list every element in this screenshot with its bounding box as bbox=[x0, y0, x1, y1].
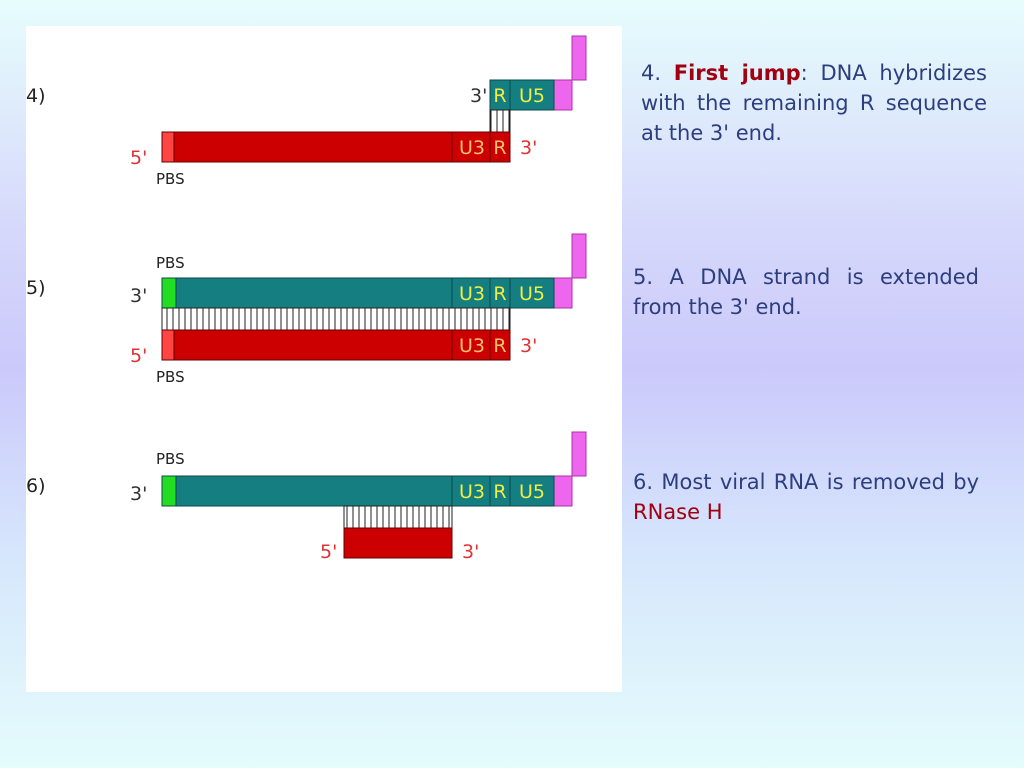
step-6-upper-pbs-block bbox=[161, 475, 177, 507]
step-6-upper-start-label: 3' bbox=[130, 483, 147, 505]
step-5-base-pairs bbox=[161, 307, 511, 331]
step-4-number: 4) bbox=[26, 85, 46, 107]
step-5-upper-pbs-block bbox=[161, 277, 177, 309]
step-5-rna-hook bbox=[553, 233, 587, 309]
step-6-description: 6. Most viral RNA is removed by RNase H bbox=[633, 467, 979, 527]
step-6-number: 6) bbox=[26, 475, 46, 497]
step-4-base-pairs bbox=[489, 109, 511, 133]
step-5-lower-end-label: 3' bbox=[520, 335, 537, 357]
step-4-upper-end-label: 3' bbox=[470, 85, 487, 107]
step-4-lower-pbs-label: PBS bbox=[156, 170, 185, 188]
step-5-description: 5. A DNA strand is extended from the 3' … bbox=[633, 262, 979, 322]
step-4-lower-start-label: 5' bbox=[130, 147, 147, 169]
step-5-upper-r-label: R bbox=[493, 283, 506, 305]
step-4-description-highlight: First jump bbox=[673, 61, 801, 85]
step-5-upper-pbs-label: PBS bbox=[156, 254, 185, 272]
step-5-number: 5) bbox=[26, 277, 46, 299]
step-4-upper-strand bbox=[489, 79, 555, 111]
step-4-upper-u5-label: U5 bbox=[519, 85, 545, 107]
step-5-upper-start-label: 3' bbox=[130, 285, 147, 307]
step-6-upper-strand bbox=[161, 475, 555, 507]
step-5-lower-r-label: R bbox=[493, 335, 506, 357]
step-5-upper-strand bbox=[161, 277, 555, 309]
step-5-description-text: 5. A DNA strand is extended from the 3' … bbox=[633, 265, 979, 319]
diagram-panel: 4) R U5 3' U3 R 5' 3' PBS 5) PBS U3 R bbox=[26, 26, 622, 692]
step-5-lower-start-label: 5' bbox=[130, 345, 147, 367]
step-6-upper-u5-label: U5 bbox=[519, 481, 545, 503]
step-4-lower-r-label: R bbox=[493, 137, 506, 159]
step-6-upper-pbs-label: PBS bbox=[156, 450, 185, 468]
step-4-upper-r-label: R bbox=[493, 85, 506, 107]
step-4-description-prefix: 4. bbox=[641, 61, 674, 85]
step-5-lower-pbs-label: PBS bbox=[156, 368, 185, 386]
step-6-fragment-end-label: 3' bbox=[462, 541, 479, 563]
step-4-lower-end-label: 3' bbox=[520, 137, 537, 159]
step-4-lower-pbs-block bbox=[161, 131, 175, 163]
step-4-description: 4. First jump: DNA hybridizes with the r… bbox=[641, 58, 987, 148]
step-4-diagram: 4) R U5 3' U3 R 5' 3' PBS bbox=[26, 35, 587, 188]
step-6-description-prefix: 6. Most viral RNA is removed by bbox=[633, 470, 979, 494]
step-6-upper-u3-label: U3 bbox=[459, 481, 485, 503]
step-5-lower-u3-label: U3 bbox=[459, 335, 485, 357]
step-6-base-pairs bbox=[343, 505, 453, 529]
step-4-lower-u3-label: U3 bbox=[459, 137, 485, 159]
step-4-lower-strand bbox=[161, 131, 511, 163]
step-5-lower-pbs-block bbox=[161, 329, 175, 361]
step-5-diagram: 5) PBS U3 R U5 3' U3 R 5' 3' PBS bbox=[26, 233, 587, 386]
step-5-upper-u3-label: U3 bbox=[459, 283, 485, 305]
step-4-description-suffix: : DNA hybridizes with the remaining R se… bbox=[641, 61, 987, 145]
step-5-lower-strand bbox=[161, 329, 511, 361]
step-4-rna-hook bbox=[553, 35, 587, 111]
step-6-fragment-start-label: 5' bbox=[320, 541, 337, 563]
step-6-rna-fragment bbox=[343, 527, 453, 559]
step-6-diagram: 6) PBS U3 R U5 3' 5' 3' bbox=[26, 431, 587, 563]
step-6-description-highlight: RNase H bbox=[633, 500, 723, 524]
step-6-upper-r-label: R bbox=[493, 481, 506, 503]
step-5-upper-u5-label: U5 bbox=[519, 283, 545, 305]
step-6-rna-hook bbox=[553, 431, 587, 507]
retrotranscription-diagram: 4) R U5 3' U3 R 5' 3' PBS 5) PBS U3 R bbox=[26, 35, 587, 563]
